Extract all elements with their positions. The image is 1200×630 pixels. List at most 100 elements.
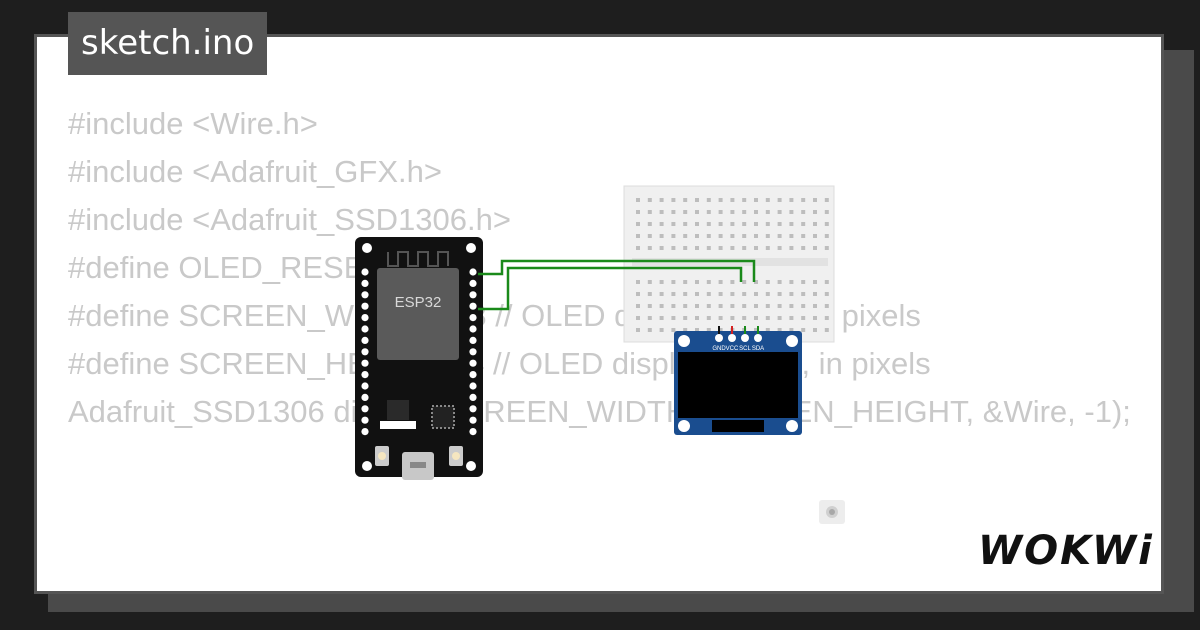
esp32-board[interactable]: ESP32 [355,237,483,480]
breadboard-hole [671,292,676,296]
breadboard-hole [683,316,688,320]
oled-display[interactable]: GND VCC SCL SDA [674,326,802,435]
esp32-pin [469,382,477,390]
breadboard-hole [801,210,806,214]
breadboard-hole [718,222,723,226]
breadboard-hole [730,304,735,308]
breadboard-hole [754,222,758,226]
breadboard[interactable] [623,185,835,343]
breadboard-hole [636,316,640,320]
esp32-pin [469,348,477,356]
file-tab[interactable]: sketch.ino [68,12,268,75]
esp32-pin [361,393,369,401]
breadboard-hole [754,210,758,214]
breadboard-hole [647,328,652,332]
breadboard-hole [695,210,699,214]
breadboard-hole [801,246,806,250]
breadboard-hole [742,304,747,308]
breadboard-hole [777,234,782,238]
breadboard-hole [754,246,758,250]
breadboard-hole [730,222,735,226]
breadboard-hole [777,304,782,308]
oled-pin-label: GND [712,346,726,352]
breadboard-hole [765,198,770,202]
breadboard-hole [765,222,770,226]
breadboard-hole [718,234,723,238]
breadboard-hole [754,198,758,202]
breadboard-hole [636,246,640,250]
breadboard-hole [765,246,770,250]
breadboard-hole [718,328,723,332]
breadboard-hole [671,328,676,332]
breadboard-hole [706,198,711,202]
breadboard-hole [671,304,676,308]
breadboard-hole [813,292,817,296]
breadboard-hole [706,316,711,320]
esp32-pin [469,428,477,436]
esp32-pin [361,371,369,379]
breadboard-hole [824,328,829,332]
esp32-pin [469,314,477,322]
breadboard-hole [659,316,664,320]
breadboard-hole [813,198,817,202]
breadboard-hole [683,304,688,308]
breadboard-hole [813,316,817,320]
esp32-pin [469,405,477,413]
wires[interactable] [478,259,756,311]
breadboard-hole [683,222,688,226]
breadboard-hole [706,292,711,296]
breadboard-hole [659,198,664,202]
breadboard-hole [706,234,711,238]
breadboard-hole [789,292,794,296]
code-line: #include <Adafruit_SSD1306.h> [68,202,511,237]
code-line: #include <Wire.h> [68,106,318,141]
breadboard-hole [671,316,676,320]
breadboard-hole [824,222,829,226]
breadboard-hole [706,246,711,250]
breadboard-hole [777,292,782,296]
esp32-pin [361,325,369,333]
breadboard-hole [777,280,782,284]
breadboard-hole [671,222,676,226]
breadboard-hole [742,292,747,296]
neopixel-led[interactable] [819,500,845,524]
breadboard-hole [742,198,747,202]
breadboard-hole [718,316,723,320]
breadboard-hole [695,304,699,308]
breadboard-hole [789,210,794,214]
code-line: #define OLED_RESET [68,250,384,285]
code-line: #include <Adafruit_GFX.h> [68,154,442,189]
esp32-pin [361,314,369,322]
breadboard-hole [813,280,817,284]
breadboard-hole [742,316,747,320]
breadboard-hole [647,304,652,308]
breadboard-hole [824,234,829,238]
breadboard-hole [765,304,770,308]
breadboard-hole [730,246,735,250]
breadboard-hole [636,198,640,202]
breadboard-hole [718,198,723,202]
breadboard-hole [671,234,676,238]
breadboard-hole [659,304,664,308]
breadboard-hole [636,222,640,226]
breadboard-hole [718,210,723,214]
breadboard-hole [636,292,640,296]
breadboard-hole [706,328,711,332]
breadboard-hole [659,292,664,296]
breadboard-hole [683,328,688,332]
esp32-pin [469,268,477,276]
simulation-canvas[interactable] [34,34,1164,594]
breadboard-hole [765,210,770,214]
breadboard-hole [754,328,758,332]
esp32-pin [361,279,369,287]
breadboard-hole [801,328,806,332]
breadboard-hole [730,292,735,296]
esp32-pin [469,371,477,379]
breadboard-hole [647,292,652,296]
breadboard-hole [813,246,817,250]
breadboard-hole [683,246,688,250]
breadboard-hole [777,316,782,320]
breadboard-hole [683,234,688,238]
breadboard-hole [824,304,829,308]
breadboard-hole [765,292,770,296]
